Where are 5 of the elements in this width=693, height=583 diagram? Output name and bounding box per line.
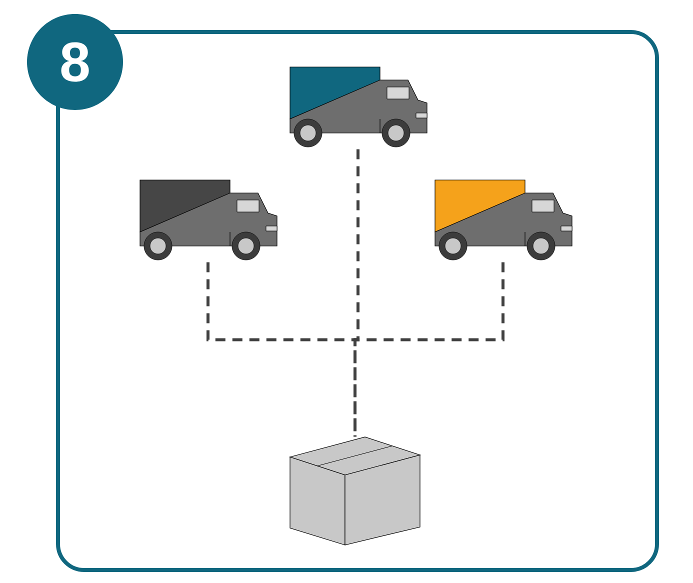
truck-drawing [434, 180, 572, 260]
number-badge: 8 [27, 14, 123, 110]
truck-drawing [290, 66, 428, 148]
truck-drawing [140, 180, 278, 260]
dashed-connector [354, 149, 360, 437]
